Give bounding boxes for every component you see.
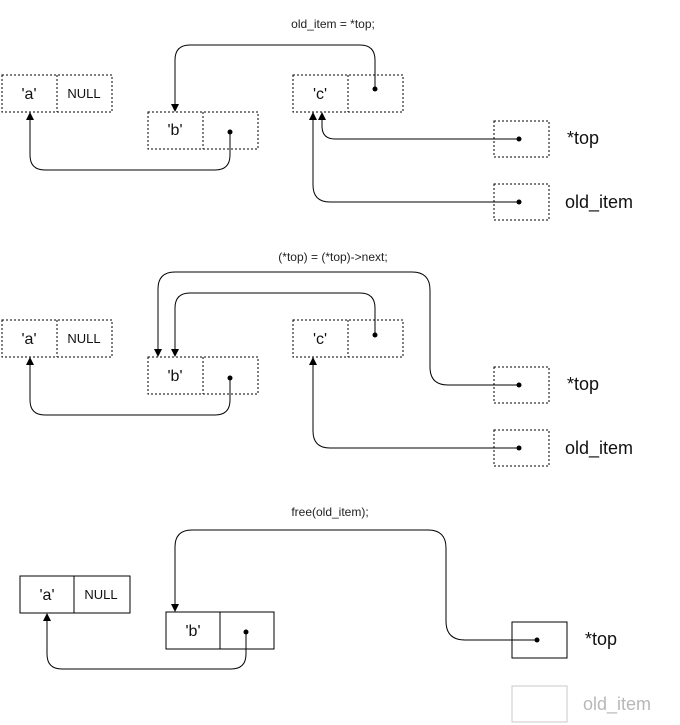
panel-1-caption: old_item = *top; — [291, 17, 375, 31]
panel-3: free(old_item); 'a' NULL 'b' *top old_it… — [19, 505, 651, 723]
top-label: *top — [567, 128, 599, 148]
node-b-value: 'b' — [185, 623, 200, 640]
arrow-top-to-c — [318, 112, 519, 140]
node-a-next: NULL — [84, 587, 117, 602]
old-item-freed-box: old_item — [511, 685, 651, 723]
arrow-old-item-to-c — [309, 357, 519, 449]
node-a-value: 'a' — [21, 331, 36, 348]
top-label: *top — [567, 374, 599, 394]
node-c-value: 'c' — [313, 86, 327, 103]
panel-1: old_item = *top; 'a' NULL 'b' 'c' *top — [1, 17, 633, 221]
arrow-old-item-to-c — [309, 112, 519, 203]
arrow-b-to-a — [43, 613, 247, 670]
old-item-label: old_item — [565, 192, 633, 213]
node-b: 'b' — [147, 356, 259, 395]
old-item-label: old_item — [583, 694, 651, 715]
panel-2: (*top) = (*top)->next; 'a' NULL 'b' 'c' … — [1, 250, 633, 467]
arrow-c-to-b — [171, 292, 376, 357]
node-b: 'b' — [165, 611, 275, 650]
node-a: 'a' NULL — [1, 319, 113, 358]
arrow-top-to-b — [154, 271, 519, 386]
node-c-value: 'c' — [313, 331, 327, 348]
arrow-b-to-a — [26, 357, 231, 416]
node-c: 'c' — [292, 74, 404, 113]
arrow-c-to-b — [171, 44, 376, 112]
node-b-value: 'b' — [167, 368, 182, 385]
panel-3-caption: free(old_item); — [291, 505, 368, 519]
node-b-value: 'b' — [167, 122, 182, 139]
node-a: 'a' NULL — [19, 575, 131, 614]
node-b: 'b' — [147, 111, 259, 150]
node-a-next: NULL — [67, 331, 100, 346]
node-a-value: 'a' — [39, 587, 54, 604]
node-a: 'a' NULL — [1, 74, 113, 113]
top-label: *top — [585, 629, 617, 649]
old-item-label: old_item — [565, 438, 633, 459]
node-c: 'c' — [292, 319, 404, 358]
node-a-value: 'a' — [21, 86, 36, 103]
arrow-b-to-a — [26, 112, 231, 171]
panel-2-caption: (*top) = (*top)->next; — [278, 250, 387, 264]
arrow-top-to-b — [171, 529, 537, 641]
node-a-next: NULL — [67, 86, 100, 101]
